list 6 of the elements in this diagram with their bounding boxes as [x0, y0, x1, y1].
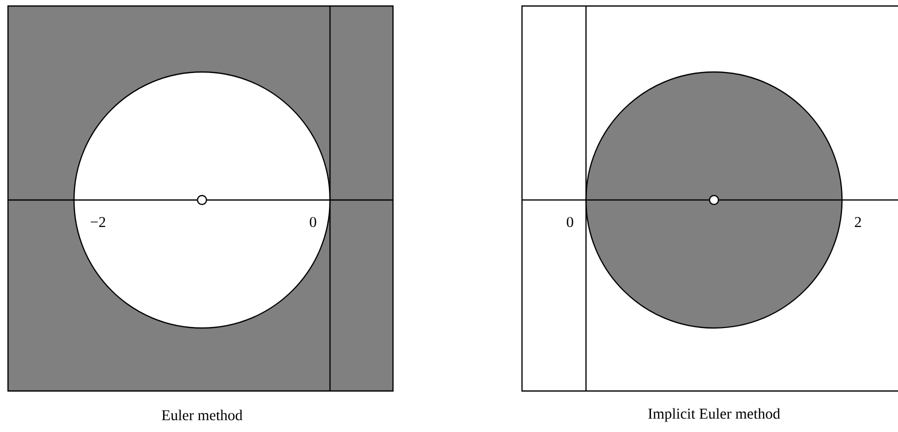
tick-label: 0 [310, 216, 316, 228]
caption: Implicit Euler method [648, 408, 780, 422]
tick-label: 2 [854, 217, 861, 227]
caption: Euler method [162, 410, 242, 420]
tick-label: 0 [566, 216, 574, 228]
tick-label: −2 [90, 217, 106, 227]
